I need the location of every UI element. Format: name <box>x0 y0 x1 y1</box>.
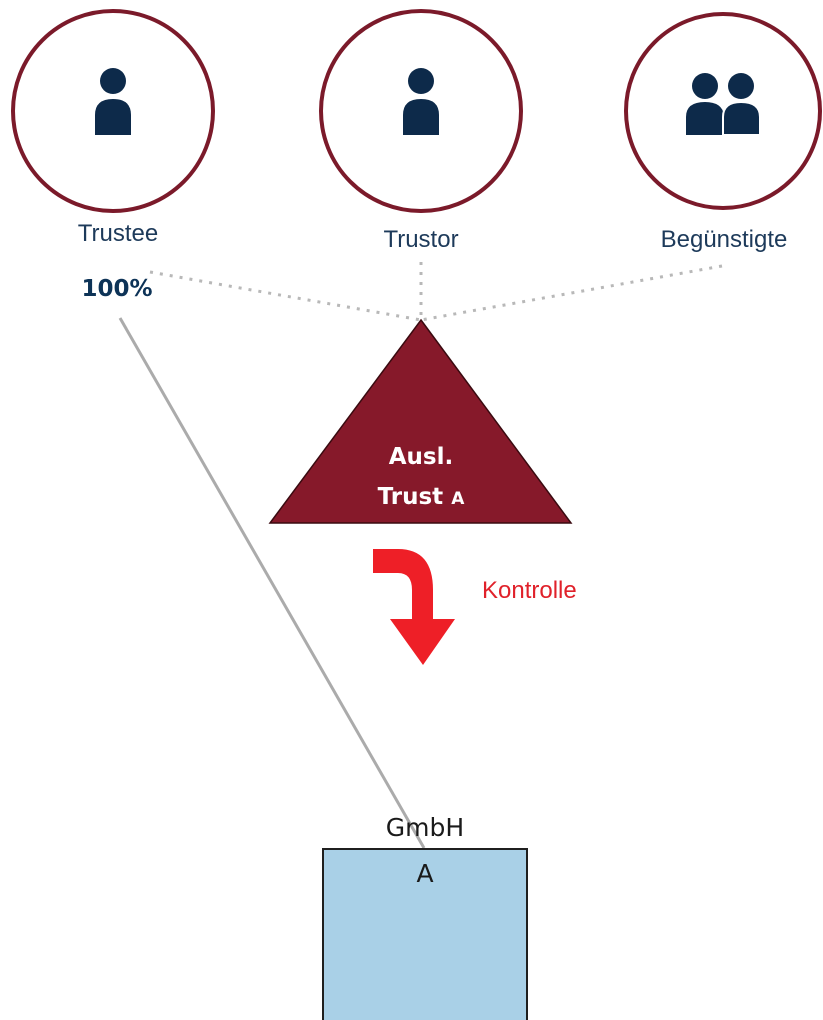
person-icon <box>95 68 131 135</box>
ownership-percent: 100% <box>81 276 153 302</box>
trust-triangle <box>268 318 573 524</box>
control-arrow <box>373 549 455 665</box>
trustor-label: Trustor <box>383 226 459 253</box>
connector-beneficiaries-trust <box>420 264 723 322</box>
person-icon <box>403 68 439 135</box>
trust-label-line2: Trust A <box>378 477 465 519</box>
company-box <box>322 848 528 1020</box>
trust-label: Ausl. Trust A <box>378 437 465 519</box>
control-label: Kontrolle <box>482 577 577 604</box>
trustee-label: Trustee <box>77 220 159 247</box>
beneficiaries-node <box>624 12 822 210</box>
connector-trustee-trust <box>149 270 422 322</box>
company-label-line2: A <box>416 859 434 888</box>
trust-label-suffix: A <box>451 489 465 509</box>
trust-label-line1: Ausl. <box>388 444 454 470</box>
trust-label-main: Trust <box>377 484 444 510</box>
company-label: GmbH A <box>386 805 464 897</box>
trustee-node <box>11 9 215 213</box>
company-label-line1: GmbH <box>385 813 465 842</box>
trustor-node <box>319 9 523 213</box>
group-icon <box>686 73 761 136</box>
beneficiaries-label: Begünstigte <box>660 226 788 253</box>
ownership-line <box>118 317 426 849</box>
dotted-connectors <box>149 262 723 322</box>
